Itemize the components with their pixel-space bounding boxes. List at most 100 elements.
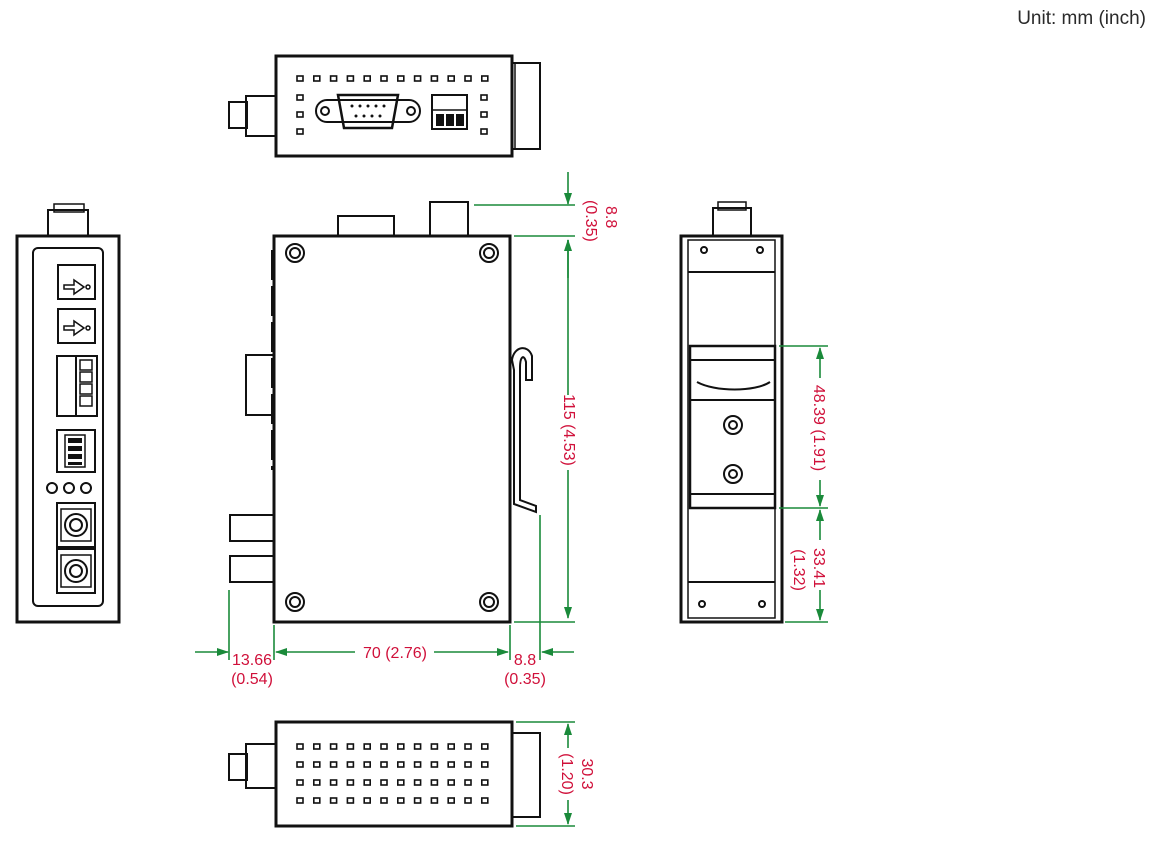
dimension-labels: 8.8 (0.35) 115 (4.53) 70 (2.76) 13.66 (0…: [231, 200, 827, 795]
vent-hole: [480, 94, 488, 101]
vent-hole: [464, 761, 472, 768]
vent-hole: [447, 75, 456, 82]
unit-label: Unit: mm (inch): [1017, 8, 1146, 29]
dip-switch-icon: [56, 429, 96, 473]
port-indicator-icon: [57, 264, 96, 300]
vent-hole: [296, 761, 304, 768]
vent-hole: [346, 743, 355, 750]
front-view: [229, 201, 537, 624]
vent-hole: [430, 743, 439, 750]
terminal-block-icon: [56, 355, 98, 417]
vent-hole: [396, 761, 405, 768]
fiber-port-icon: [56, 502, 96, 548]
vent-hole: [464, 779, 472, 786]
vent-hole: [480, 75, 489, 82]
dim-depth-mm: 30.3: [578, 758, 595, 789]
vent-hole: [296, 75, 304, 82]
connector-pin: [374, 104, 378, 108]
vent-hole: [312, 779, 321, 786]
connector-pin: [382, 104, 386, 108]
connector-pin: [362, 114, 366, 118]
vent-hole: [380, 761, 388, 768]
dim-rail-lower-in: (1.32): [790, 549, 807, 591]
din-rail-clip-icon: [510, 347, 537, 514]
dim-top-offset-mm: 8.8: [602, 206, 619, 228]
fiber-port-icon: [56, 548, 96, 594]
vent-hole: [480, 111, 488, 118]
port-indicator-icon: [57, 308, 96, 344]
dim-left-offset-in: (0.54): [231, 671, 273, 688]
bottom-view: [228, 720, 541, 828]
vent-hole: [380, 797, 388, 804]
vent-hole: [329, 743, 338, 750]
vent-hole: [329, 797, 338, 804]
vent-hole: [447, 779, 456, 786]
db9-connector-icon: [315, 93, 421, 130]
mounting-screw-icon: [723, 415, 743, 484]
vent-hole: [413, 779, 422, 786]
vent-hole: [396, 743, 405, 750]
vent-hole: [346, 761, 355, 768]
dim-right-offset-in: (0.35): [504, 671, 546, 688]
vent-hole: [480, 743, 489, 750]
vent-hole: [380, 779, 388, 786]
dim-rail-upper: 48.39 (1.91): [810, 385, 827, 471]
vent-hole: [430, 779, 439, 786]
vent-hole: [296, 797, 304, 804]
vent-hole: [296, 94, 304, 101]
led-indicator-icon: [46, 482, 92, 494]
vent-hole: [363, 797, 372, 804]
vent-hole: [363, 743, 372, 750]
vent-hole: [447, 761, 456, 768]
vent-hole: [363, 779, 372, 786]
vent-hole: [480, 797, 489, 804]
connector-pin: [350, 104, 354, 108]
vent-hole: [296, 779, 304, 786]
dim-left-offset-mm: 13.66: [232, 652, 272, 669]
vent-hole: [396, 779, 405, 786]
vent-hole: [480, 761, 489, 768]
dim-right-offset-mm: 8.8: [514, 652, 536, 669]
vent-hole: [346, 779, 355, 786]
vent-hole: [396, 75, 405, 82]
vent-hole: [380, 75, 388, 82]
vent-hole: [346, 75, 355, 82]
vent-hole: [430, 761, 439, 768]
vent-hole: [363, 75, 372, 82]
dim-depth-in: (1.20): [558, 753, 575, 795]
vent-hole: [447, 743, 456, 750]
vent-hole: [447, 797, 456, 804]
right-side-view: [679, 201, 784, 624]
vent-hole: [430, 75, 439, 82]
terminal-block-icon: [431, 94, 468, 130]
vent-hole: [329, 75, 338, 82]
vent-hole: [464, 75, 472, 82]
vent-hole: [329, 761, 338, 768]
vent-hole: [312, 743, 321, 750]
vent-hole: [380, 743, 388, 750]
vent-hole: [464, 743, 472, 750]
dim-width: 70 (2.76): [363, 645, 427, 662]
dimension-lines: [195, 172, 828, 827]
vent-hole: [329, 779, 338, 786]
vent-hole: [413, 761, 422, 768]
mounting-screw-icon: [285, 243, 499, 612]
vent-hole: [296, 128, 304, 135]
connector-pin: [378, 114, 382, 118]
connector-pin: [366, 104, 370, 108]
vent-hole: [413, 75, 422, 82]
vent-hole: [312, 75, 321, 82]
top-vent-holes: [296, 75, 489, 135]
connector-pin: [354, 114, 358, 118]
vent-hole: [296, 743, 304, 750]
connector-pin: [358, 104, 362, 108]
top-view: [228, 54, 541, 158]
connector-pin: [370, 114, 374, 118]
dim-top-offset-in: (0.35): [582, 200, 599, 242]
vent-hole: [413, 743, 422, 750]
bottom-vent-holes: [296, 743, 489, 804]
vent-hole: [480, 779, 489, 786]
vent-hole: [396, 797, 405, 804]
vent-hole: [480, 128, 488, 135]
